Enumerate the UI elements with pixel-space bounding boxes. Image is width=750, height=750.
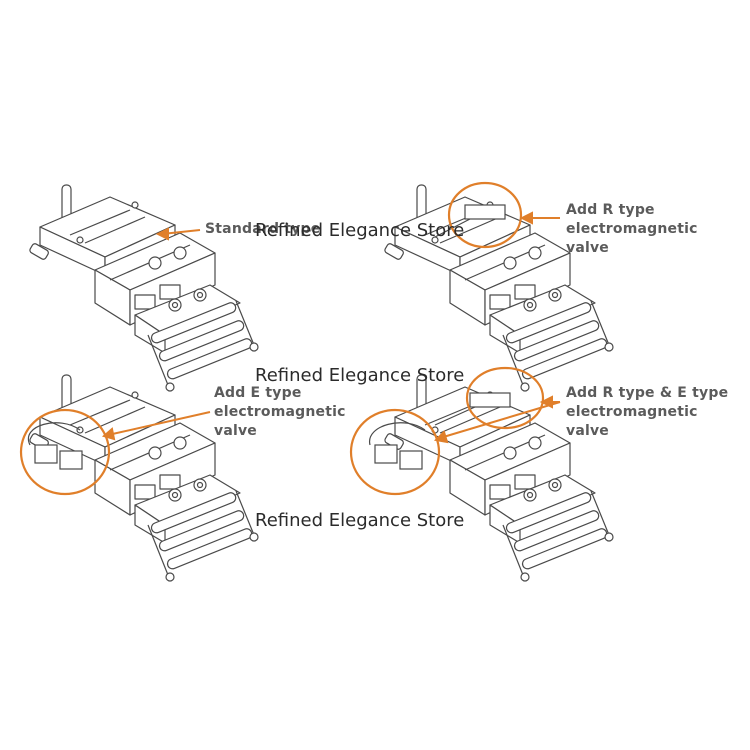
- re-type-label-line2: electromagnetic: [566, 404, 698, 420]
- re-type-label: Add R type & E type electromagnetic valv…: [566, 384, 728, 441]
- e-type-feeder-drawing: [27, 374, 259, 582]
- e-type-highlight-circle: [19, 408, 111, 496]
- standard-arrow: [155, 227, 201, 241]
- e-type-label-line2: electromagnetic: [214, 404, 346, 420]
- watermark-bottom: Refined Elegance Store: [255, 510, 465, 531]
- r-type-label: Add R type electromagnetic valve: [566, 201, 698, 258]
- standard-type-label-line1: Standard type: [205, 221, 321, 237]
- e-type-label: Add E type electromagnetic valve: [214, 384, 346, 441]
- re-type-r-highlight-circle: [465, 366, 545, 430]
- standard-feeder-drawing: [28, 184, 259, 392]
- re-type-label-line3: valve: [566, 423, 609, 439]
- r-type-highlight-circle: [447, 181, 523, 249]
- e-type-arrow: [101, 411, 211, 441]
- r-type-label-line3: valve: [566, 240, 609, 256]
- re-type-arrows: [433, 395, 561, 444]
- r-type-label-line2: electromagnetic: [566, 221, 698, 237]
- e-type-label-line1: Add E type: [214, 385, 302, 401]
- r-type-label-line1: Add R type: [566, 202, 655, 218]
- watermark-top: Refined Elegance Store: [255, 220, 465, 241]
- r-type-arrow: [519, 211, 560, 225]
- standard-type-label: Standard type: [205, 220, 320, 239]
- re-type-e-highlight-circle: [349, 408, 441, 496]
- e-type-label-line3: valve: [214, 423, 257, 439]
- watermark-middle: Refined Elegance Store: [255, 365, 465, 386]
- re-type-feeder-drawing: [369, 374, 614, 582]
- re-type-label-line1: Add R type & E type: [566, 385, 729, 401]
